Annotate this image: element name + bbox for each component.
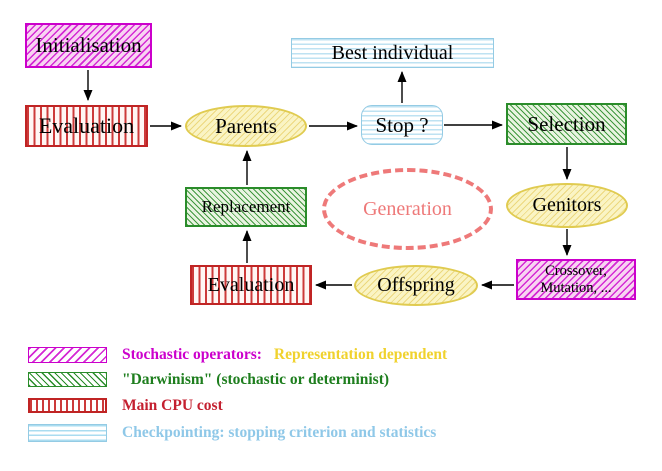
legend-label-darwinism: "Darwinism" (stochastic or determinist) bbox=[122, 371, 390, 388]
legend-swatch-stochastic-operators bbox=[28, 347, 107, 363]
crossover-label-line2: Mutation, ... bbox=[540, 279, 612, 296]
replacement-label: Replacement bbox=[201, 197, 291, 216]
parents-label: Parents bbox=[215, 113, 277, 138]
crossover-label-line1: Crossover, bbox=[545, 262, 607, 279]
evaluation-bottom-box: Evaluation bbox=[190, 265, 312, 305]
legend-swatch-darwinism bbox=[28, 372, 107, 387]
genitors-ellipse: Genitors bbox=[506, 183, 628, 228]
best-individual-label: Best individual bbox=[331, 41, 454, 64]
selection-box: Selection bbox=[506, 103, 627, 145]
stop-decision-box: Stop ? bbox=[361, 105, 443, 145]
initialisation-label: Initialisation bbox=[35, 33, 142, 57]
legend-swatch-checkpointing bbox=[28, 424, 107, 442]
best-individual-box: Best individual bbox=[291, 38, 494, 68]
legend-swatch-cpu-cost bbox=[28, 398, 107, 413]
evaluation-bottom-label: Evaluation bbox=[207, 273, 295, 296]
legend-label-stochastic-operators-title: Stochastic operators: bbox=[122, 346, 262, 363]
legend-label-representation-dependent: Representation dependent bbox=[273, 346, 448, 363]
offspring-ellipse: Offspring bbox=[354, 265, 478, 306]
legend-label-stochastic-operators: Stochastic operators: Representation depe… bbox=[122, 346, 447, 364]
selection-label: Selection bbox=[527, 111, 606, 136]
offspring-label: Offspring bbox=[377, 274, 455, 296]
parents-ellipse: Parents bbox=[185, 105, 307, 147]
evaluation-top-label: Evaluation bbox=[38, 113, 135, 138]
generation-dashed-ellipse: Generation bbox=[322, 168, 493, 250]
stop-label: Stop ? bbox=[375, 112, 429, 137]
crossover-mutation-box: Crossover, Mutation, ... bbox=[516, 259, 636, 300]
generation-label: Generation bbox=[363, 197, 452, 220]
replacement-box: Replacement bbox=[185, 187, 307, 227]
genitors-label: Genitors bbox=[532, 194, 602, 216]
initialisation-box: Initialisation bbox=[25, 23, 152, 68]
legend-label-checkpointing: Checkpointing: stopping criterion and st… bbox=[122, 424, 437, 441]
evaluation-top-box: Evaluation bbox=[25, 105, 148, 147]
legend-label-cpu-cost: Main CPU cost bbox=[122, 397, 223, 414]
